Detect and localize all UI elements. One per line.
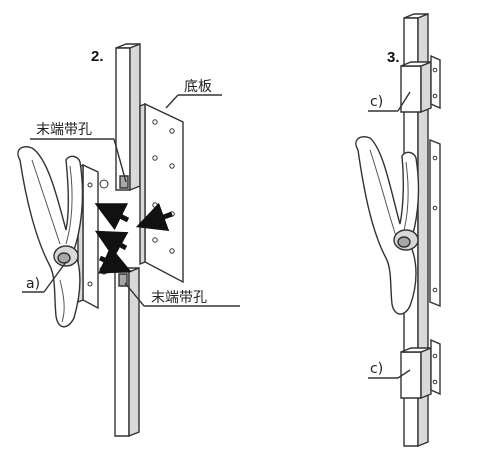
upper-rod	[115, 42, 141, 192]
handle-housing-assembled	[429, 138, 441, 308]
part-c-bottom-label: c)	[370, 361, 383, 377]
label-part-a: a)	[22, 261, 67, 293]
label-base-plate: 底板	[165, 79, 222, 109]
lower-rod	[114, 266, 140, 438]
step-3-number: 3.	[387, 49, 400, 66]
end-hole-bottom-label: 末端带孔	[151, 290, 207, 306]
label-part-c-top: c)	[368, 91, 411, 112]
label-end-hole-top: 末端带孔	[30, 122, 127, 183]
label-end-hole-bottom: 末端带孔	[124, 282, 240, 307]
y-handle-assembled	[355, 136, 420, 315]
label-part-c-bottom: c)	[368, 361, 411, 379]
step-2-number: 2.	[91, 48, 104, 65]
part-c-top-label: c)	[370, 94, 383, 110]
top-connector	[400, 54, 441, 114]
bottom-connector	[400, 338, 441, 400]
assembly-arrows	[94, 202, 173, 274]
base-plate-label: 底板	[184, 79, 212, 95]
y-handle	[17, 146, 84, 328]
part-a-label: a)	[26, 276, 40, 292]
end-hole-top-label: 末端带孔	[36, 122, 92, 138]
base-plate	[139, 102, 184, 284]
